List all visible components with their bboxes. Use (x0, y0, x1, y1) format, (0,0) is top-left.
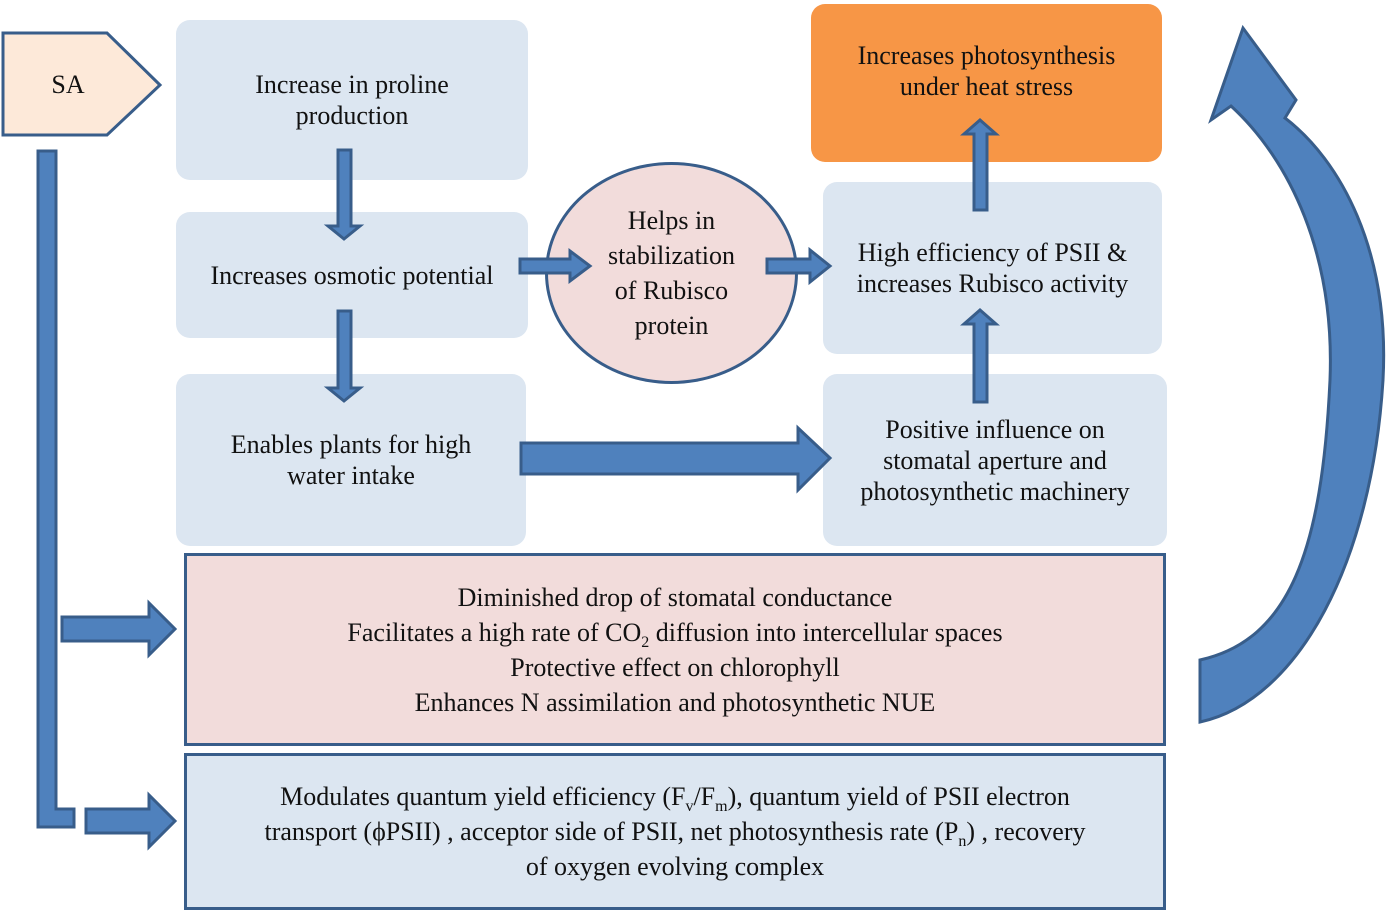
arrow-to-effects-box (60, 599, 178, 659)
pn-subscript: n (958, 833, 967, 851)
modulates-l2-b: ) , recovery (966, 817, 1086, 846)
effects-line-2-pre: Facilitates a high rate of CO (347, 617, 642, 647)
effects-line-2-post: diffusion into intercellular spaces (649, 617, 1003, 647)
proline-text-2: production (295, 101, 409, 130)
modulates-line-3: of oxygen evolving complex (525, 852, 825, 881)
outcome-text-1: Increases photosynthesis (857, 41, 1116, 70)
sa-label: SA (51, 70, 84, 99)
effects-line-1: Diminished drop of stomatal conductance (457, 582, 893, 612)
modulates-line-2: transport (ϕPSII) , acceptor side of PSI… (264, 814, 1086, 851)
effects-line-2: Facilitates a high rate of CO2 diffusion… (347, 615, 1003, 651)
stomatal-box: Positive influence on stomatal aperture … (823, 374, 1167, 546)
fm-subscript: m (715, 798, 728, 816)
psii-text-2: increases Rubisco activity (856, 269, 1129, 298)
osmotic-box: Increases osmotic potential (176, 212, 528, 338)
effects-line-3: Protective effect on chlorophyll (510, 652, 840, 682)
modulates-l1-c: ), quantum yield of PSII electron (727, 782, 1070, 811)
stomatal-text-1: Positive influence on (885, 414, 1105, 444)
psii-box: High efficiency of PSII & increases Rubi… (823, 182, 1162, 354)
stomatal-text-3: photosynthetic machinery (860, 476, 1130, 506)
arrow-to-modulates-box (84, 791, 178, 851)
sa-bracket-arrow (36, 149, 76, 829)
water-text-1: Enables plants for high (230, 430, 472, 459)
modulates-l1-b: /F (693, 782, 716, 811)
fv-subscript: v (685, 798, 694, 816)
rubisco-text-4: protein (634, 311, 709, 340)
water-intake-box: Enables plants for high water intake (176, 374, 526, 546)
rubisco-text-3: of Rubisco (614, 276, 729, 305)
modulates-l1-a: Modulates quantum yield efficiency (F (280, 782, 686, 811)
psii-text-1: High efficiency of PSII & (857, 238, 1128, 267)
osmotic-text: Increases osmotic potential (210, 260, 494, 290)
rubisco-stabilization-circle: Helps in stabilization of Rubisco protei… (545, 162, 798, 384)
outcome-text-2: under heat stress (899, 72, 1074, 101)
proline-text-1: Increase in proline (255, 70, 449, 99)
modulates-line-1: Modulates quantum yield efficiency (Fv/F… (265, 779, 1086, 816)
outcome-box: Increases photosynthesis under heat stre… (811, 4, 1162, 162)
water-text-2: water intake (287, 461, 415, 490)
effects-box: Diminished drop of stomatal conductance … (184, 553, 1166, 746)
stomatal-text-2: stomatal aperture and (883, 445, 1107, 475)
proline-box: Increase in proline production (176, 20, 528, 180)
arrow-water-to-stomatal (519, 424, 833, 494)
modulates-l2-a: transport (ϕPSII) , acceptor side of PSI… (264, 817, 959, 846)
modulates-box: Modulates quantum yield efficiency (Fv/F… (184, 753, 1166, 910)
rubisco-text-2: stabilization (607, 241, 736, 270)
sa-shape (1, 31, 163, 137)
co2-subscript: 2 (641, 633, 650, 651)
curved-feedback-arrow (1198, 24, 1386, 724)
rubisco-text-1: Helps in (627, 206, 716, 235)
effects-line-4: Enhances N assimilation and photosynthet… (414, 687, 936, 717)
